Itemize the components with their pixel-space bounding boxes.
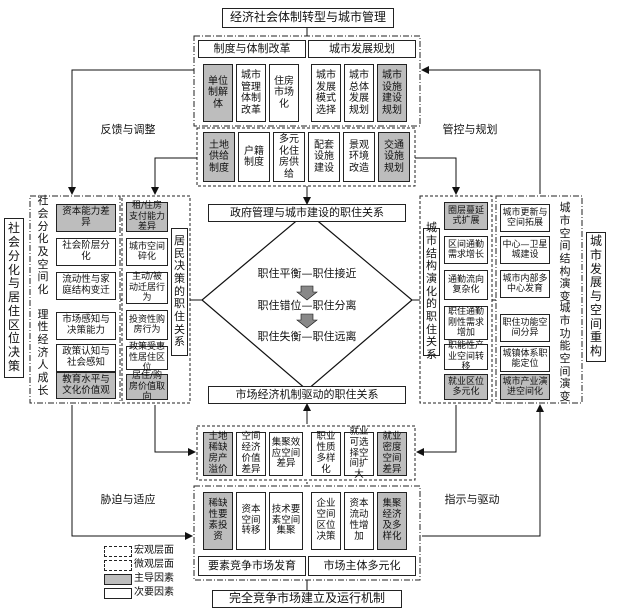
right-item-5: 城镇体系职能定位 bbox=[500, 346, 550, 372]
legend-swatch-secondary bbox=[104, 588, 132, 599]
right-inner-6: 就业区位多元化 bbox=[444, 374, 488, 400]
right-vertical-label: 城市发展与空间重构 bbox=[586, 232, 606, 362]
left-inner-3: 主动/被动迁居行为 bbox=[126, 272, 168, 304]
left-inner-4: 投资性购房行为 bbox=[126, 310, 168, 340]
top-cell-4: 城市发展模式选择 bbox=[311, 64, 341, 122]
right-item-4: 职住功能空间分异 bbox=[500, 314, 550, 342]
right-inner-3: 通勤流向复杂化 bbox=[444, 270, 488, 300]
bottom-row1-3: 集聚效应空间差异 bbox=[269, 432, 303, 476]
top-row2-5: 景观环境改造 bbox=[343, 132, 375, 182]
bottom-title: 完全竞争市场建立及运行机制 bbox=[212, 590, 402, 608]
right-inner-5: 职能性产业空间转移 bbox=[444, 341, 488, 372]
top-row2-2: 户籍制度 bbox=[238, 132, 270, 182]
bottom-row1-1: 土地稀缺房产溢价 bbox=[203, 431, 233, 476]
top-cell-3: 住房市场化 bbox=[269, 64, 299, 122]
arrow-label-top-left: 反馈与调整 bbox=[100, 123, 156, 136]
bottom-right-header: 市场主体多元化 bbox=[308, 556, 416, 576]
market-relation: 市场经济机制驱动的职住关系 bbox=[208, 386, 406, 404]
social-item-3: 流动性与家庭结构变迁 bbox=[56, 272, 116, 300]
top-left-header: 制度与体制改革 bbox=[198, 40, 306, 58]
right-item-2: 中心—卫星城建设 bbox=[500, 236, 550, 264]
legend: 宏观层面 微观层面 主导因素 次要因素 bbox=[104, 545, 194, 606]
center-line-1: 职住平衡—职住接近 bbox=[257, 267, 357, 280]
right-item-3: 城市内部多中心发育 bbox=[500, 270, 550, 298]
legend-secondary: 次要因素 bbox=[134, 587, 174, 598]
legend-macro: 宏观层面 bbox=[134, 545, 174, 556]
bottom-row1-4: 职业性质多样化 bbox=[311, 431, 341, 476]
top-row2-3: 多元化住房供给 bbox=[273, 132, 305, 182]
rational-item-3: 教育水平与文化价值观 bbox=[56, 372, 116, 399]
legend-primary: 主导因素 bbox=[134, 573, 174, 584]
bottom-row2-3: 技术要素空间集聚 bbox=[269, 492, 303, 550]
left-inner-6: 居住/购房价值取向 bbox=[126, 371, 168, 402]
social-item-1: 资本能力差异 bbox=[56, 204, 116, 232]
legend-swatch-macro bbox=[104, 546, 132, 557]
left-inner-1: 租/住房支付能力差异 bbox=[126, 201, 168, 232]
right-inner-2: 区间通勤需求增长 bbox=[444, 236, 488, 264]
gov-relation: 政府管理与城市建设的职住关系 bbox=[208, 204, 406, 222]
rational-title: 理性经济人成长 bbox=[37, 307, 49, 397]
right-outer-2: 城市功能空间演变 bbox=[559, 301, 571, 403]
social-item-2: 社会阶层分化 bbox=[56, 238, 116, 266]
right-inner-1: 圈层蔓延式扩展 bbox=[444, 202, 488, 230]
right-outer-1: 城市空间结构演变 bbox=[559, 201, 571, 303]
top-cell-6: 城市设施建设规划 bbox=[377, 64, 407, 122]
right-inner-vertical: 城市结构演化的职住关系 bbox=[423, 222, 440, 361]
top-row2-4: 配套设施建设 bbox=[308, 132, 340, 182]
legend-swatch-micro bbox=[104, 560, 132, 571]
center-line-2: 职住错位—职住分离 bbox=[257, 299, 357, 312]
arrow-label-top-right: 管控与规划 bbox=[442, 123, 498, 136]
bottom-row2-1: 稀缺性要素投资 bbox=[203, 492, 233, 550]
top-cell-1: 单位制解体 bbox=[203, 64, 233, 122]
legend-swatch-primary bbox=[104, 574, 132, 585]
bottom-row1-6: 就业密度空间差异 bbox=[377, 431, 407, 476]
top-title: 经济社会体制转型与城市管理 bbox=[222, 8, 394, 28]
top-cell-5: 城市总体发展规划 bbox=[344, 64, 374, 122]
right-inner-4: 职住通勤刚性需求增加 bbox=[444, 306, 488, 340]
legend-micro: 微观层面 bbox=[134, 559, 174, 570]
rational-item-1: 市场感知与决策能力 bbox=[56, 312, 116, 340]
top-row2-6: 交通设施规划 bbox=[378, 132, 410, 182]
bottom-row2-2: 资本空间转移 bbox=[236, 492, 266, 550]
bottom-row1-2: 空间经济价值差异 bbox=[236, 431, 266, 476]
left-vertical-label: 社会分化与居住区位决策 bbox=[4, 218, 24, 378]
left-inner-vertical: 居民决策的职住关系 bbox=[171, 228, 188, 356]
center-line-3: 职住失衡—职住远离 bbox=[257, 330, 357, 343]
bottom-row1-5: 就业可选择空间扩大 bbox=[344, 426, 374, 480]
left-inner-5: 政策受惠性居住区位 bbox=[126, 342, 168, 373]
arrow-label-bottom-left: 胁迫与适应 bbox=[100, 493, 156, 506]
top-right-header: 城市发展规划 bbox=[308, 40, 416, 58]
rational-item-2: 政策认知与社会感知 bbox=[56, 344, 116, 372]
left-inner-2: 城市空间碎化 bbox=[126, 238, 168, 266]
top-row2-1: 土地供给制度 bbox=[203, 132, 235, 182]
bottom-row2-6: 集聚经济及多样化 bbox=[377, 492, 407, 550]
arrow-label-bottom-right: 指示与驱动 bbox=[444, 493, 500, 506]
bottom-row2-4: 企业空间区位决策 bbox=[311, 492, 341, 550]
social-title: 社会分化及空间化 bbox=[37, 194, 49, 296]
top-cell-2: 城市管理体制改革 bbox=[236, 64, 266, 122]
bottom-left-header: 要素竞争市场发育 bbox=[198, 556, 306, 576]
right-item-1: 城市更新与空间拓展 bbox=[500, 204, 550, 232]
right-item-6: 城市产业演进空间化 bbox=[500, 374, 550, 400]
bottom-row2-5: 资本流动性增加 bbox=[344, 492, 374, 550]
